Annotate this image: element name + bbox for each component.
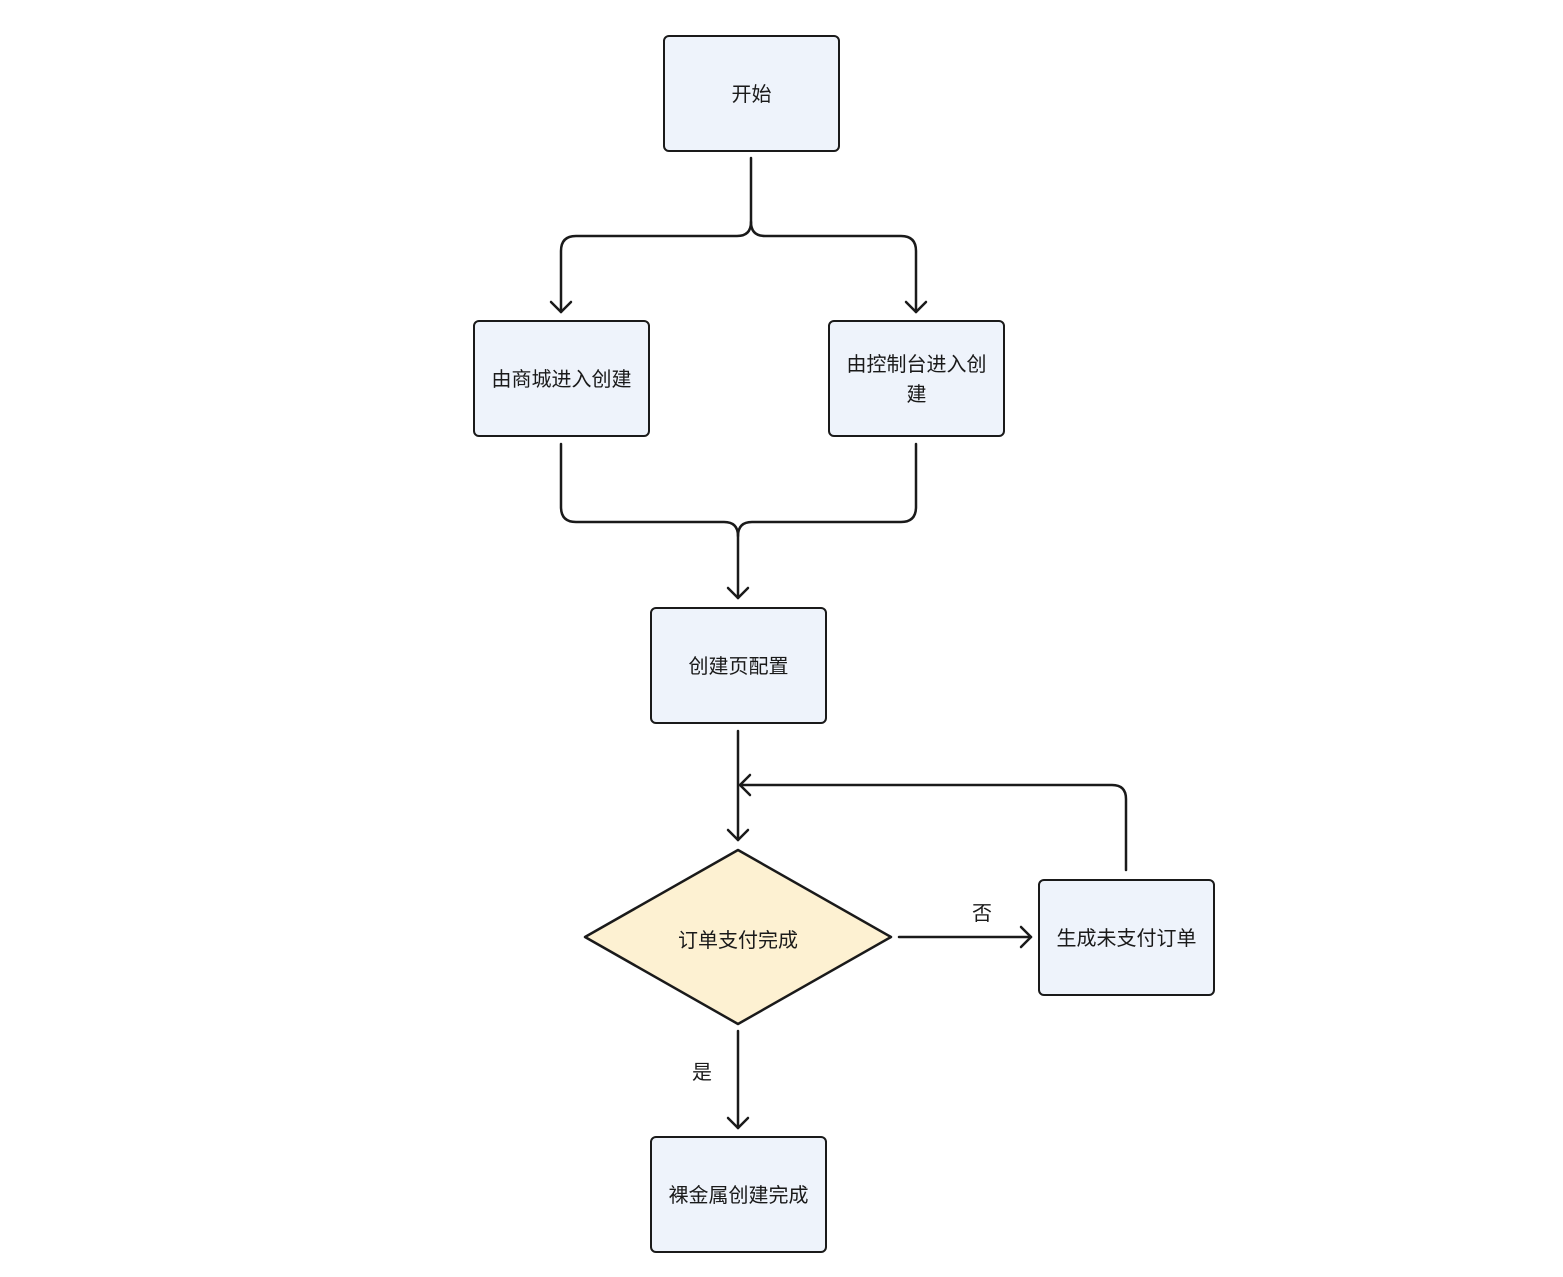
node-config-label: 创建页配置	[688, 653, 789, 678]
node-unpaid-order: 生成未支付订单	[1038, 879, 1215, 996]
node-from-console-label: 由控制台进入创建	[846, 351, 987, 406]
node-done-label: 裸金属创建完成	[668, 1182, 809, 1207]
node-config: 创建页配置	[650, 607, 827, 724]
node-from-console: 由控制台进入创建	[828, 320, 1005, 437]
arrow-head-config	[726, 586, 750, 600]
node-start-label: 开始	[731, 81, 772, 106]
edge-start-split	[559, 156, 753, 314]
arrow-head-console	[904, 300, 928, 314]
node-unpaid-order-label: 生成未支付订单	[1056, 925, 1197, 950]
decision-label: 订单支付完成	[678, 927, 798, 952]
node-done: 裸金属创建完成	[650, 1136, 827, 1253]
edge-merge-right	[736, 442, 918, 538]
edge-label-yes: 是	[692, 1060, 712, 1084]
arrow-head-decision	[726, 828, 750, 842]
edge-label-no: 否	[972, 901, 992, 925]
node-from-mall: 由商城进入创建	[473, 320, 650, 437]
edge-start-split-right	[749, 220, 918, 314]
decision-diamond	[583, 848, 893, 1026]
arrow-head-loop	[738, 773, 752, 797]
node-start: 开始	[663, 35, 840, 152]
edge-merge-left	[559, 442, 740, 600]
arrow-head-unpaid	[1019, 925, 1033, 949]
arrow-head-done	[726, 1116, 750, 1130]
node-from-mall-label: 由商城进入创建	[491, 366, 632, 391]
arrow-head-mall	[549, 300, 573, 314]
edge-loop-back	[738, 783, 1128, 872]
